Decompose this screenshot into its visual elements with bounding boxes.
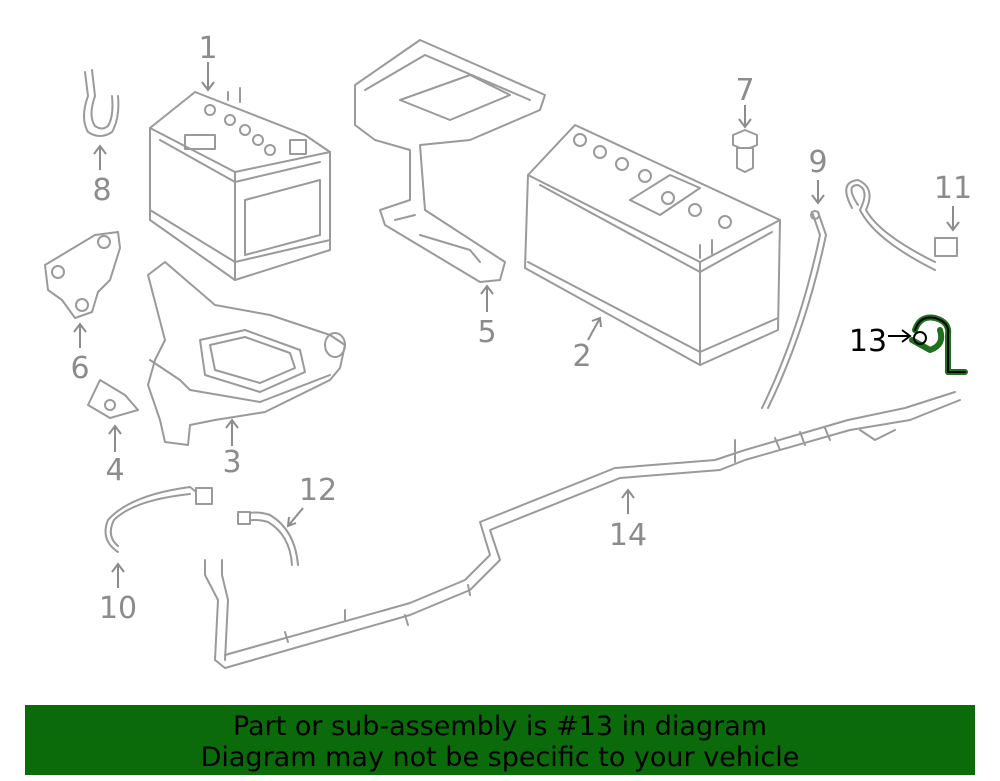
leader-7 — [738, 105, 752, 129]
part-5-bracket — [354, 39, 546, 283]
part-10-cable — [104, 486, 213, 553]
leader-6 — [73, 322, 87, 348]
part-8-cable — [83, 69, 120, 137]
info-banner: Part or sub-assembly is #13 in diagram D… — [25, 705, 975, 775]
callout-6: 6 — [70, 351, 89, 386]
leader-11 — [946, 206, 960, 232]
part-3-tray — [147, 261, 346, 446]
callout-14: 14 — [609, 518, 647, 553]
part-2-battery-large — [524, 124, 781, 366]
part-9-rod — [761, 210, 827, 409]
leader-4 — [108, 424, 122, 452]
leader-9 — [811, 180, 825, 205]
parts-diagram: 1 8 5 2 7 — [44, 31, 972, 669]
part-14-harness — [204, 391, 961, 669]
leader-1 — [201, 62, 215, 92]
callout-13: 13 — [849, 324, 887, 359]
part-6-bracket — [44, 231, 121, 319]
part-1-battery-small — [149, 87, 331, 281]
callout-8: 8 — [92, 173, 111, 208]
banner-line-2: Diagram may not be specific to your vehi… — [200, 742, 800, 773]
callout-10: 10 — [99, 591, 137, 626]
part-13-ground-cable — [909, 314, 968, 375]
callout-1: 1 — [198, 31, 217, 66]
callout-12: 12 — [299, 473, 337, 508]
leader-8 — [93, 144, 107, 170]
leader-13 — [888, 329, 912, 343]
callout-3: 3 — [222, 445, 241, 480]
callout-11: 11 — [934, 171, 972, 206]
callout-2: 2 — [572, 339, 591, 374]
callout-5: 5 — [477, 315, 496, 350]
callout-4: 4 — [105, 453, 124, 488]
part-4-clip — [87, 379, 139, 419]
callout-7: 7 — [735, 73, 754, 108]
leader-5 — [480, 284, 494, 312]
part-11-cable — [845, 179, 958, 271]
leader-2 — [587, 316, 602, 341]
leader-12 — [286, 507, 304, 528]
leader-10 — [111, 562, 125, 588]
banner-line-1: Part or sub-assembly is #13 in diagram — [232, 711, 768, 742]
leader-14 — [621, 488, 635, 514]
part-12-cable — [237, 511, 299, 566]
callout-9: 9 — [808, 145, 827, 180]
leader-3 — [225, 418, 239, 446]
part-7-bolt — [732, 129, 758, 173]
